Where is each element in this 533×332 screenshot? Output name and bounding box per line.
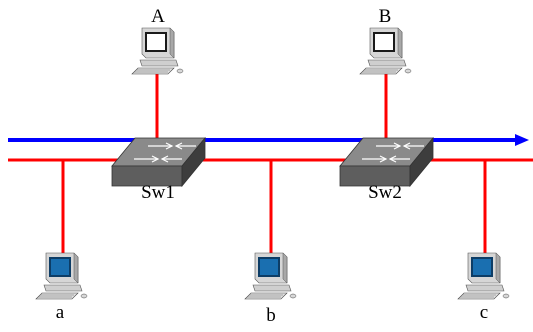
network-links bbox=[8, 70, 533, 255]
host-A-label: A bbox=[151, 6, 165, 27]
host-b: b bbox=[244, 252, 297, 326]
host-B-label: B bbox=[379, 6, 392, 27]
host-c: c bbox=[457, 252, 510, 323]
switch-sw1-label: Sw1 bbox=[141, 182, 175, 203]
host-B: B bbox=[359, 6, 412, 75]
switch-sw1: Sw1 bbox=[111, 137, 206, 203]
host-A: A bbox=[131, 6, 184, 75]
computer-icon bbox=[131, 27, 184, 75]
host-c-label: c bbox=[480, 302, 488, 323]
host-a: a bbox=[35, 252, 88, 323]
host-a-label: a bbox=[56, 302, 65, 323]
host-b-label: b bbox=[266, 305, 276, 326]
computer-icon bbox=[35, 252, 88, 300]
switch-sw2: Sw2 bbox=[339, 137, 434, 203]
switch-icon bbox=[339, 137, 434, 187]
switch-icon bbox=[111, 137, 206, 187]
computer-icon bbox=[457, 252, 510, 300]
computer-icon bbox=[244, 252, 297, 300]
switch-sw2-label: Sw2 bbox=[368, 182, 402, 203]
computer-icon bbox=[359, 27, 412, 75]
